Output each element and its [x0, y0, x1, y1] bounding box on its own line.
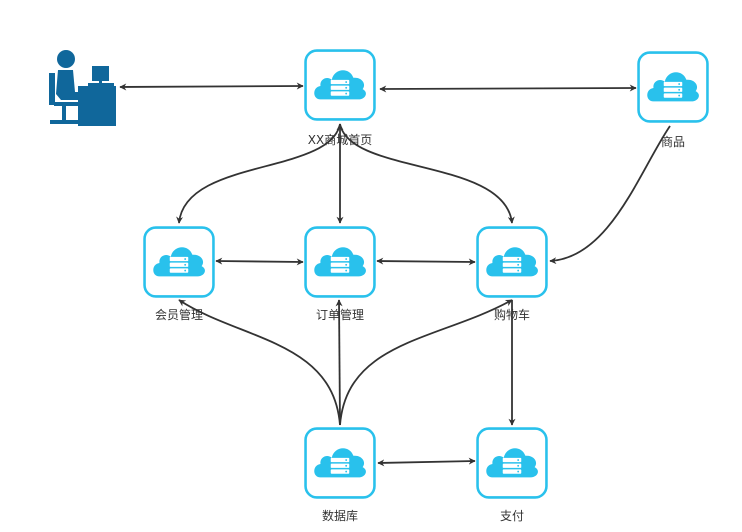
user-at-computer-icon: [49, 50, 116, 126]
cloud-server-icon: [637, 51, 709, 123]
node-order: 订单管理: [304, 226, 376, 322]
edge-member-order: [215, 257, 304, 266]
node-label-cart: 购物车: [494, 307, 530, 322]
edge-db-cart: [339, 299, 513, 426]
node-label-pay: 支付: [500, 509, 524, 523]
node-label-home: XX商城首页: [308, 132, 372, 147]
connections: [119, 82, 671, 467]
node-pay: 支付: [476, 427, 548, 523]
node-label-db: 数据库: [322, 508, 358, 523]
edge-goods-cart: [549, 125, 671, 265]
node-home: XX商城首页: [304, 49, 376, 147]
cloud-server-icon: [143, 226, 215, 298]
cloud-server-icon: [304, 49, 376, 121]
node-label-goods: 商品: [661, 134, 685, 149]
node-cart: 购物车: [476, 226, 548, 322]
node-label-order: 订单管理: [316, 307, 364, 322]
cloud-server-icon: [304, 226, 376, 298]
cloud-server-icon: [476, 427, 548, 499]
edge-home-member: [176, 123, 341, 224]
cloud-server-icon: [304, 427, 376, 499]
edge-home-goods: [379, 84, 637, 93]
node-goods: 商品: [637, 51, 709, 149]
edge-user-home: [119, 82, 304, 91]
cloud-server-icon: [476, 226, 548, 298]
node-member: 会员管理: [143, 226, 215, 322]
node-db: 数据库: [304, 427, 376, 523]
edge-order-cart: [376, 257, 476, 266]
edge-db-member: [178, 299, 341, 426]
edge-home-cart: [339, 123, 515, 224]
edge-db-order: [335, 299, 343, 426]
node-label-member: 会员管理: [155, 307, 203, 322]
edge-db-pay: [377, 457, 476, 467]
